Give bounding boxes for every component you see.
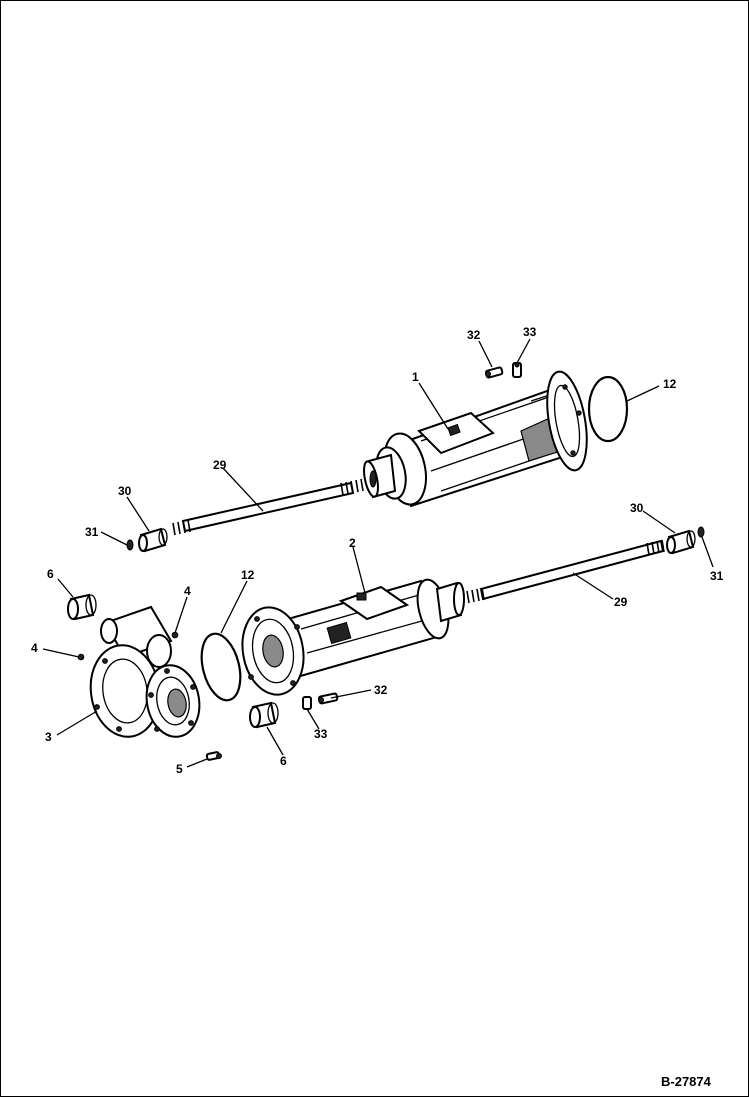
bolt-5 xyxy=(205,751,222,761)
callout-31-right: 31 xyxy=(710,569,724,583)
bushing-30-right xyxy=(666,529,696,555)
axle-shaft-upper xyxy=(172,478,364,536)
fastener-4-upper xyxy=(171,631,179,639)
bolt-32-top xyxy=(484,366,504,379)
axle-housing-lower xyxy=(241,578,465,710)
callout-5: 5 xyxy=(176,762,183,776)
callout-30-left: 30 xyxy=(118,484,132,498)
callout-1: 1 xyxy=(412,370,419,384)
callout-12-right: 12 xyxy=(663,377,677,391)
figure-number: B-27874 xyxy=(661,1074,712,1089)
bushing-6-bottom xyxy=(249,701,279,729)
callout-33-bottom: 33 xyxy=(314,727,328,741)
axle-shaft-lower xyxy=(466,539,665,604)
callout-29-bottom: 29 xyxy=(614,595,628,609)
spline-upper-right xyxy=(340,478,364,496)
spline-lower-right xyxy=(646,539,665,556)
bushing-6-left xyxy=(67,593,97,621)
o-ring-left xyxy=(200,632,242,702)
o-ring-right xyxy=(587,375,629,443)
callout-32-top: 32 xyxy=(467,328,481,342)
snap-ring-31-left xyxy=(126,539,134,551)
callout-30-right: 30 xyxy=(630,501,644,515)
fastener-4-left xyxy=(77,653,85,661)
callout-32-bottom: 32 xyxy=(374,683,388,697)
callout-29-top: 29 xyxy=(213,458,227,472)
bushing-30-left xyxy=(138,527,168,553)
callout-33-top: 33 xyxy=(523,325,537,339)
callout-31-left: 31 xyxy=(85,525,99,539)
snap-ring-31-right xyxy=(697,526,705,538)
leader-lines xyxy=(42,338,714,768)
spline-lower-left xyxy=(466,587,485,604)
spline-upper-left xyxy=(172,519,191,536)
callout-4-left: 4 xyxy=(31,641,38,655)
callout-6-left: 6 xyxy=(47,567,54,581)
callout-12-left: 12 xyxy=(241,568,255,582)
callout-2: 2 xyxy=(349,536,356,550)
bolt-32-bottom xyxy=(317,692,339,705)
callout-3: 3 xyxy=(45,730,52,744)
callout-6-bottom: 6 xyxy=(280,754,287,768)
callout-4-upper: 4 xyxy=(184,584,191,598)
gear-housing xyxy=(89,605,201,738)
axle-housing-upper xyxy=(363,362,588,508)
